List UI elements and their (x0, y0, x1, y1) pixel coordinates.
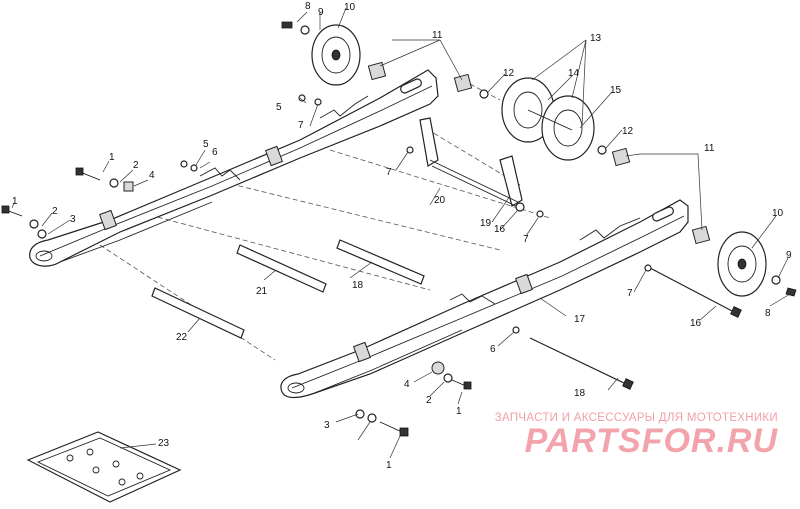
callout-21: 21 (256, 286, 268, 297)
callout-1: 1 (386, 460, 392, 471)
left-slide-rail (29, 69, 439, 267)
callout-14: 14 (568, 68, 580, 79)
callout-12: 12 (503, 68, 515, 79)
callout-19: 19 (480, 218, 492, 229)
alignment-lines (99, 83, 551, 361)
callout-1: 1 (456, 406, 462, 417)
callout-13: 13 (590, 33, 602, 44)
callout-18: 18 (352, 280, 364, 291)
callout-3: 3 (70, 214, 76, 225)
callout-8: 8 (765, 308, 771, 319)
callout-7: 7 (298, 120, 304, 131)
callout-7: 7 (386, 167, 392, 178)
watermark: ЗАПЧАСТИ И АКСЕССУАРЫ ДЛЯ МОТОТЕХНИКИ PA… (495, 412, 778, 460)
watermark-logo: PARTSFOR.RU (524, 422, 778, 460)
rail-bracket (514, 273, 534, 295)
callout-6: 6 (490, 344, 496, 355)
callout-1: 1 (12, 196, 18, 207)
watermark-tagline: ЗАПЧАСТИ И АКСЕССУАРЫ ДЛЯ МОТОТЕХНИКИ (494, 412, 778, 424)
rear-pivot-assembly (419, 117, 525, 212)
callout-1: 1 (109, 152, 115, 163)
callout-labels: 1 2 4 5 6 1 2 3 8 9 10 11 12 13 14 15 12… (12, 1, 792, 471)
idler-wheel-upper (281, 21, 361, 86)
callout-4: 4 (149, 170, 155, 181)
callout-2: 2 (52, 206, 58, 217)
right-slide-rail (280, 199, 689, 399)
long-bolts (529, 267, 742, 390)
callout-11: 11 (432, 30, 443, 41)
rail-bracket (264, 145, 284, 167)
callout-20: 20 (434, 195, 446, 206)
callout-7: 7 (523, 234, 529, 245)
callout-16: 16 (690, 318, 702, 329)
callout-3: 3 (324, 420, 330, 431)
callout-4: 4 (404, 379, 410, 390)
callout-8: 8 (305, 1, 311, 12)
cross-shaft-21 (236, 244, 327, 293)
callout-16: 16 (494, 224, 506, 235)
callout-9: 9 (318, 7, 324, 18)
callout-5: 5 (203, 139, 209, 150)
callout-2: 2 (426, 395, 432, 406)
callout-7: 7 (627, 288, 633, 299)
callout-10: 10 (344, 2, 356, 13)
callout-9: 9 (786, 250, 792, 261)
callout-23: 23 (158, 438, 170, 449)
cross-shaft-22 (151, 287, 245, 339)
leader-lines (11, 7, 791, 459)
fasteners (1, 89, 652, 437)
callout-15: 15 (610, 85, 622, 96)
rail-bracket (98, 209, 118, 231)
callout-17: 17 (574, 314, 586, 325)
protector-plate (26, 431, 182, 503)
callout-6: 6 (212, 147, 218, 158)
callout-22: 22 (176, 332, 188, 343)
callout-11: 11 (704, 143, 715, 154)
cross-shafts (151, 239, 425, 339)
callout-10: 10 (772, 208, 784, 219)
callout-2: 2 (133, 160, 139, 171)
callout-12: 12 (622, 126, 634, 137)
callout-5: 5 (276, 102, 282, 113)
spacer-blocks (367, 61, 711, 245)
rail-bracket (352, 341, 372, 363)
idler-wheel-lower (717, 231, 797, 297)
callout-18: 18 (574, 388, 586, 399)
idler-wheel-pair (501, 77, 595, 161)
cross-shaft-18 (336, 239, 425, 285)
